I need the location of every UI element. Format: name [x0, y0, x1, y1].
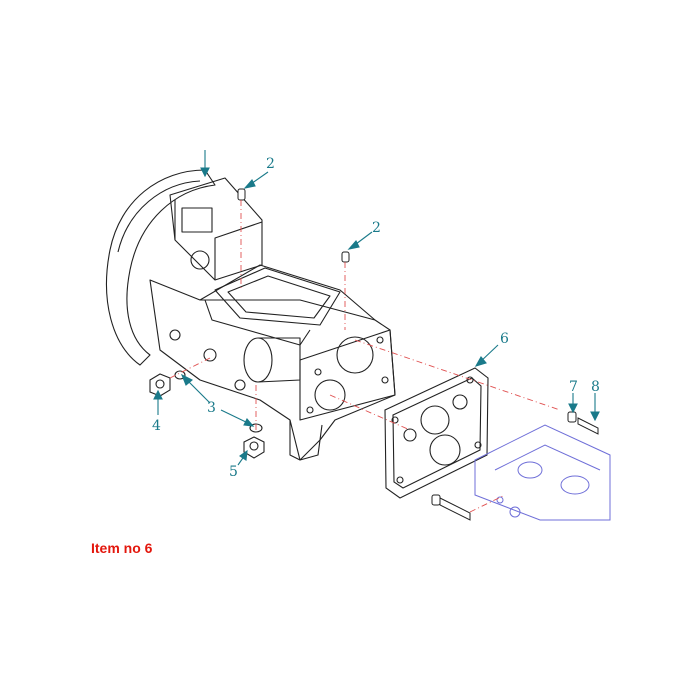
dowel-pin-right [341, 251, 350, 263]
assembly-centerlines [169, 200, 561, 513]
drain-plug-bottom [243, 436, 265, 459]
callout-leaders [153, 150, 600, 466]
callout-gasket-number: 6 [500, 331, 509, 347]
callout-bolt-b-number: 8 [591, 379, 600, 395]
dowel-pin-top [237, 188, 246, 201]
transmission-housing [105, 169, 396, 461]
callout-plug-left-number: 4 [152, 418, 161, 434]
callout-plug-bottom-number: 5 [229, 464, 238, 480]
callout-top-number: 2 [266, 156, 275, 172]
bolt-8 [577, 417, 599, 435]
bolt-7 [567, 411, 577, 423]
callout-right-dowel-number: 2 [372, 220, 381, 236]
callout-bolt-a-number: 7 [569, 379, 578, 395]
callout-washer-number: 3 [207, 400, 216, 416]
drain-plug-left [149, 373, 171, 397]
mating-housing-ghost [474, 424, 611, 521]
bolt-lower [431, 494, 471, 521]
item-caption: Item no 6 [91, 540, 153, 556]
gasket-part [384, 367, 489, 499]
